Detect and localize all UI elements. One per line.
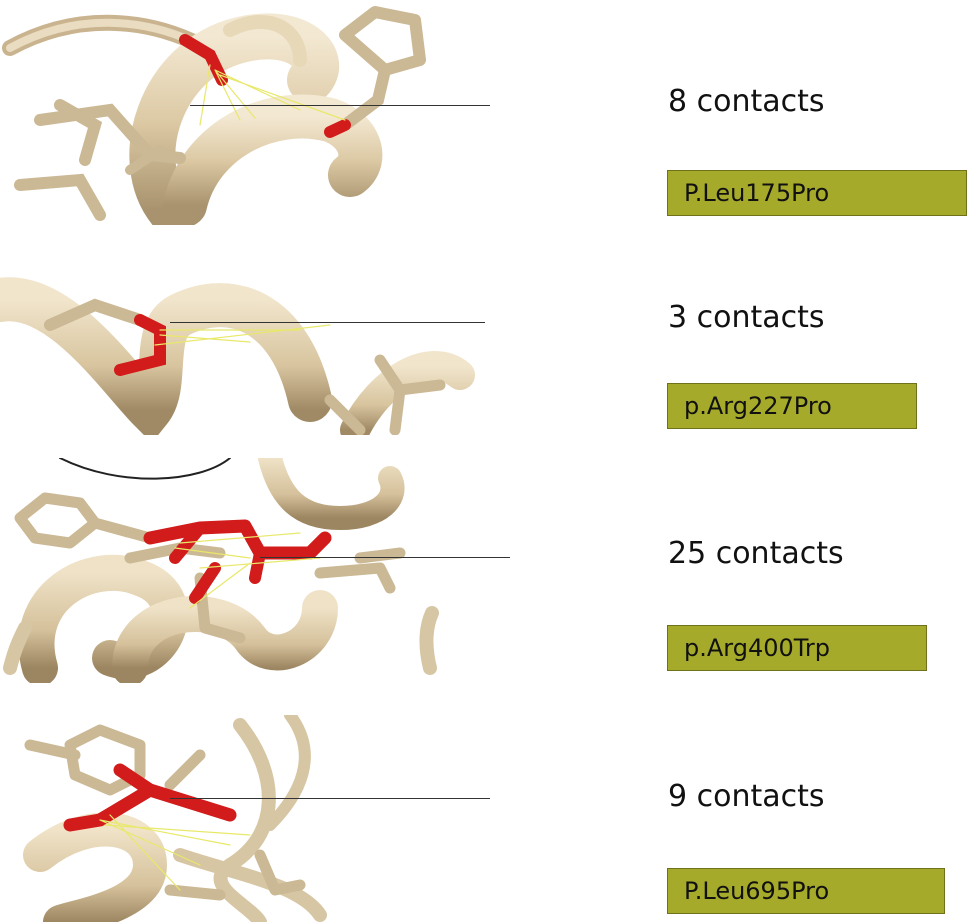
contacts-count-4: 9 contacts [668, 779, 825, 814]
contacts-count-2: 3 contacts [668, 300, 825, 335]
leader-line-3 [260, 557, 510, 558]
mutation-badge-1: P.Leu175Pro [667, 170, 967, 216]
contacts-count-3: 25 contacts [668, 536, 844, 571]
mutation-badge-2: p.Arg227Pro [667, 383, 917, 429]
leader-line-4 [170, 798, 490, 799]
leader-line-1 [190, 105, 490, 106]
mutation-badge-3: p.Arg400Trp [667, 625, 927, 671]
mutation-badge-4: P.Leu695Pro [667, 868, 945, 914]
leader-line-2 [170, 322, 485, 323]
panel-1: 8 contacts P.Leu175Pro [0, 0, 967, 225]
panel-2: 3 contacts p.Arg227Pro [0, 270, 967, 435]
protein-structure-image-3 [0, 458, 510, 683]
protein-structure-image-2 [0, 270, 480, 435]
protein-structure-image-4 [0, 715, 500, 922]
panel-3: 25 contacts p.Arg400Trp [0, 458, 967, 683]
panel-4: 9 contacts P.Leu695Pro [0, 715, 967, 922]
contacts-count-1: 8 contacts [668, 84, 825, 119]
protein-structure-image-1 [0, 0, 500, 225]
